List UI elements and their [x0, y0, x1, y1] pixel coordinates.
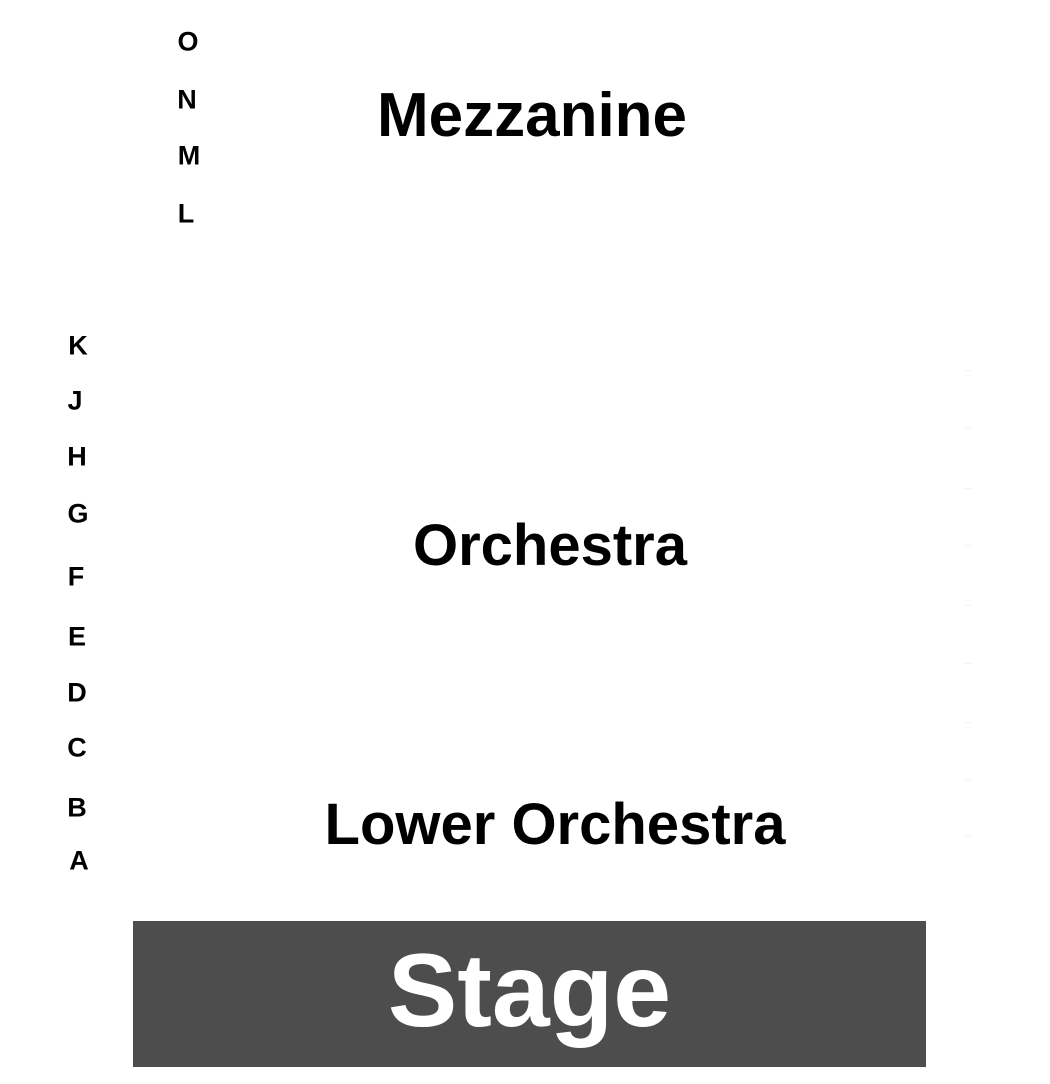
row-end-marker — [965, 488, 971, 489]
row-label-m: M — [177, 140, 201, 171]
row-end-marker — [965, 835, 971, 836]
row-end-marker — [965, 722, 971, 723]
section-label-orchestra: Orchestra — [412, 513, 688, 578]
row-label-j: J — [67, 385, 83, 416]
row-label-n: N — [177, 84, 197, 115]
section-label-lower-orchestra: Lower Orchestra — [324, 792, 786, 857]
row-end-marker — [965, 428, 971, 429]
stage-area: Stage — [133, 921, 926, 1067]
row-label-l: L — [177, 198, 195, 229]
row-label-k: K — [68, 330, 88, 361]
row-end-marker — [965, 370, 971, 371]
row-label-h: H — [67, 441, 87, 472]
row-label-f: F — [67, 561, 85, 592]
row-end-marker — [965, 663, 971, 664]
row-label-d: D — [67, 677, 87, 708]
row-end-marker — [965, 545, 971, 546]
row-label-o: O — [177, 26, 199, 57]
row-label-e: E — [67, 621, 87, 652]
stage-label: Stage — [387, 933, 672, 1049]
row-label-g: G — [67, 498, 89, 529]
row-end-marker — [965, 780, 971, 781]
section-label-mezzanine: Mezzanine — [376, 81, 688, 150]
row-label-a: A — [69, 845, 89, 876]
row-label-c: C — [67, 732, 87, 763]
row-label-b: B — [67, 792, 87, 823]
row-end-marker — [965, 605, 971, 606]
